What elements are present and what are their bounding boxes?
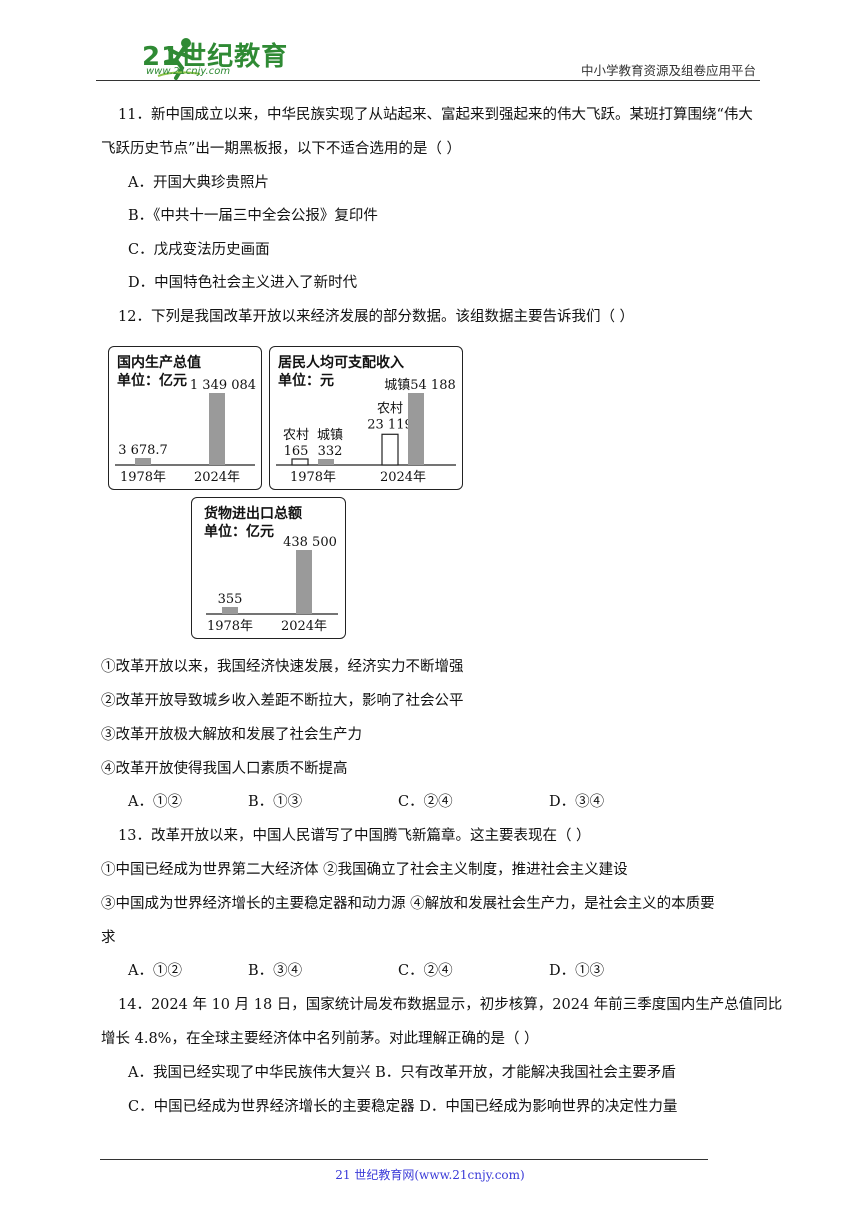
q12-stem: 12．下列是我国改革开放以来经济发展的部分数据。该组数据主要告诉我们（ ） [118,309,635,325]
q12-statement-4: ④改革开放使得我国人口素质不断提高 [101,761,348,777]
q13-option-c: C．②④ [398,963,453,979]
chart-gdp-bar-1 [209,393,225,465]
chart-income-unit: 单位：元 [278,372,334,389]
q13-statements-line2: ③中国成为世界经济增长的主要稳定器和动力源 ④解放和发展社会生产力，是社会主义的… [101,896,715,912]
chart-gdp-category-0: 1978年 [120,470,166,485]
q13-option-b: B．③④ [248,963,303,979]
q12-statement-1: ①改革开放以来，我国经济快速发展，经济实力不断增强 [101,659,464,675]
chart-gdp-value-label-0: 3 678.7 [118,443,168,458]
q12-statement-2: ②改革开放导致城乡收入差距不断拉大，影响了社会公平 [101,693,464,709]
header-platform-name: 中小学教育资源及组卷应用平台 [580,63,756,78]
chart-trade-category-1: 2024年 [281,619,327,634]
chart-gdp-unit: 单位：亿元 [117,372,187,389]
q12-option-c: C．②④ [398,794,453,810]
chart-gdp-title: 国内生产总值 [117,354,201,371]
chart-trade-panel: 货物进出口总额 单位：亿元 355 1978年 438 500 2024年 [191,497,346,639]
chart-trade: 货物进出口总额 单位：亿元 355 1978年 438 500 2024年 [203,505,338,634]
q12-statement-3: ③改革开放极大解放和发展了社会生产力 [101,727,362,743]
chart-gdp-bar-0 [135,458,151,465]
q11-option-b: B．《中共十一届三中全会公报》复印件 [128,208,378,224]
chart-trade-value-label-1: 438 500 [283,535,337,550]
logo-runner-icon [157,38,201,80]
chart-trade-value-label-0: 355 [218,592,243,607]
chart-income-value-label-0-1: 23 119 [367,417,413,432]
q13-option-a: A．①② [128,963,182,979]
footer-source: 21 世纪教育网(www.21cnjy.com) [335,1168,525,1182]
q11-option-d: D．中国特色社会主义进入了新时代 [128,275,358,291]
q11-option-a: A．开国大典珍贵照片 [128,175,269,191]
logo-text: 21世纪教育 [142,42,289,72]
chart-income-bar-0-1 [381,433,399,466]
chart-gdp: 国内生产总值 单位：亿元 3 678.7 1978年 1 349 084 2024年 [115,354,256,485]
chart-income-bar-1-1 [408,393,424,465]
chart-trade-category-0: 1978年 [207,619,253,634]
q13-stem: 13．改革开放以来，中国人民谱写了中国腾飞新篇章。这主要表现在（ ） [118,828,591,844]
chart-income-series-label-1-1: 城镇54 188 [384,378,456,393]
q11-stem-line1: 11．新中国成立以来，中华民族实现了从站起来、富起来到强起来的伟大飞跃。某班打算… [118,107,753,123]
header-divider [96,80,760,81]
chart-trade-bar-0 [222,607,238,614]
chart-income-series-label-0-0: 农村 [283,428,309,443]
q12-option-d: D．③④ [549,794,605,810]
chart-gdp-panel: 国内生产总值 单位：亿元 3 678.7 1978年 1 349 084 2024年 [108,346,262,490]
q13-option-d: D．①③ [549,963,605,979]
chart-gdp-value-label-1: 1 349 084 [190,378,256,393]
q13-statements-line3: 求 [101,930,116,946]
chart-income-bar-0-0 [291,458,309,466]
q14-options-line1: A．我国已经实现了中华民族伟大复兴 B．只有改革开放，才能解决我国社会主要矛盾 [128,1065,676,1081]
q13-statements-line1: ①中国已经成为世界第二大经济体 ②我国确立了社会主义制度，推进社会主义建设 [101,862,628,878]
chart-income-category-0: 1978年 [290,470,336,485]
chart-income-title: 居民人均可支配收入 [278,354,404,371]
footer-divider [100,1159,708,1160]
chart-income-value-label-0-0: 165 [284,444,309,459]
chart-income-series-label-0-1: 农村 [377,401,403,416]
chart-income-value-label-1-0: 332 [318,444,343,459]
logo-url: www.21cnjy.com [146,66,231,77]
chart-trade-title: 货物进出口总额 [203,505,302,522]
chart-income-category-1: 2024年 [380,470,426,485]
chart-income-series-label-1-0: 城镇 [317,428,343,443]
q11-stem-line2: 飞跃历史节点”出一期黑板报，以下不适合选用的是（ ） [101,141,462,157]
chart-income-bar-1-0 [318,459,334,465]
chart-gdp-category-1: 2024年 [194,470,240,485]
q14-options-line2: C．中国已经成为世界经济增长的主要稳定器 D．中国已经成为影响世界的决定性力量 [128,1099,678,1115]
q11-option-c: C．戊戌变法历史画面 [128,242,270,258]
q12-option-b: B．①③ [248,794,303,810]
q14-stem-line2: 增长 4.8%，在全球主要经济体中名列前茅。对此理解正确的是（ ） [101,1031,539,1047]
q12-option-a: A．①② [128,794,182,810]
chart-trade-unit: 单位：亿元 [204,523,274,540]
q14-stem-line1: 14．2024 年 10 月 18 日，国家统计局发布数据显示，初步核算，202… [118,997,783,1013]
chart-trade-bar-1 [296,550,312,614]
